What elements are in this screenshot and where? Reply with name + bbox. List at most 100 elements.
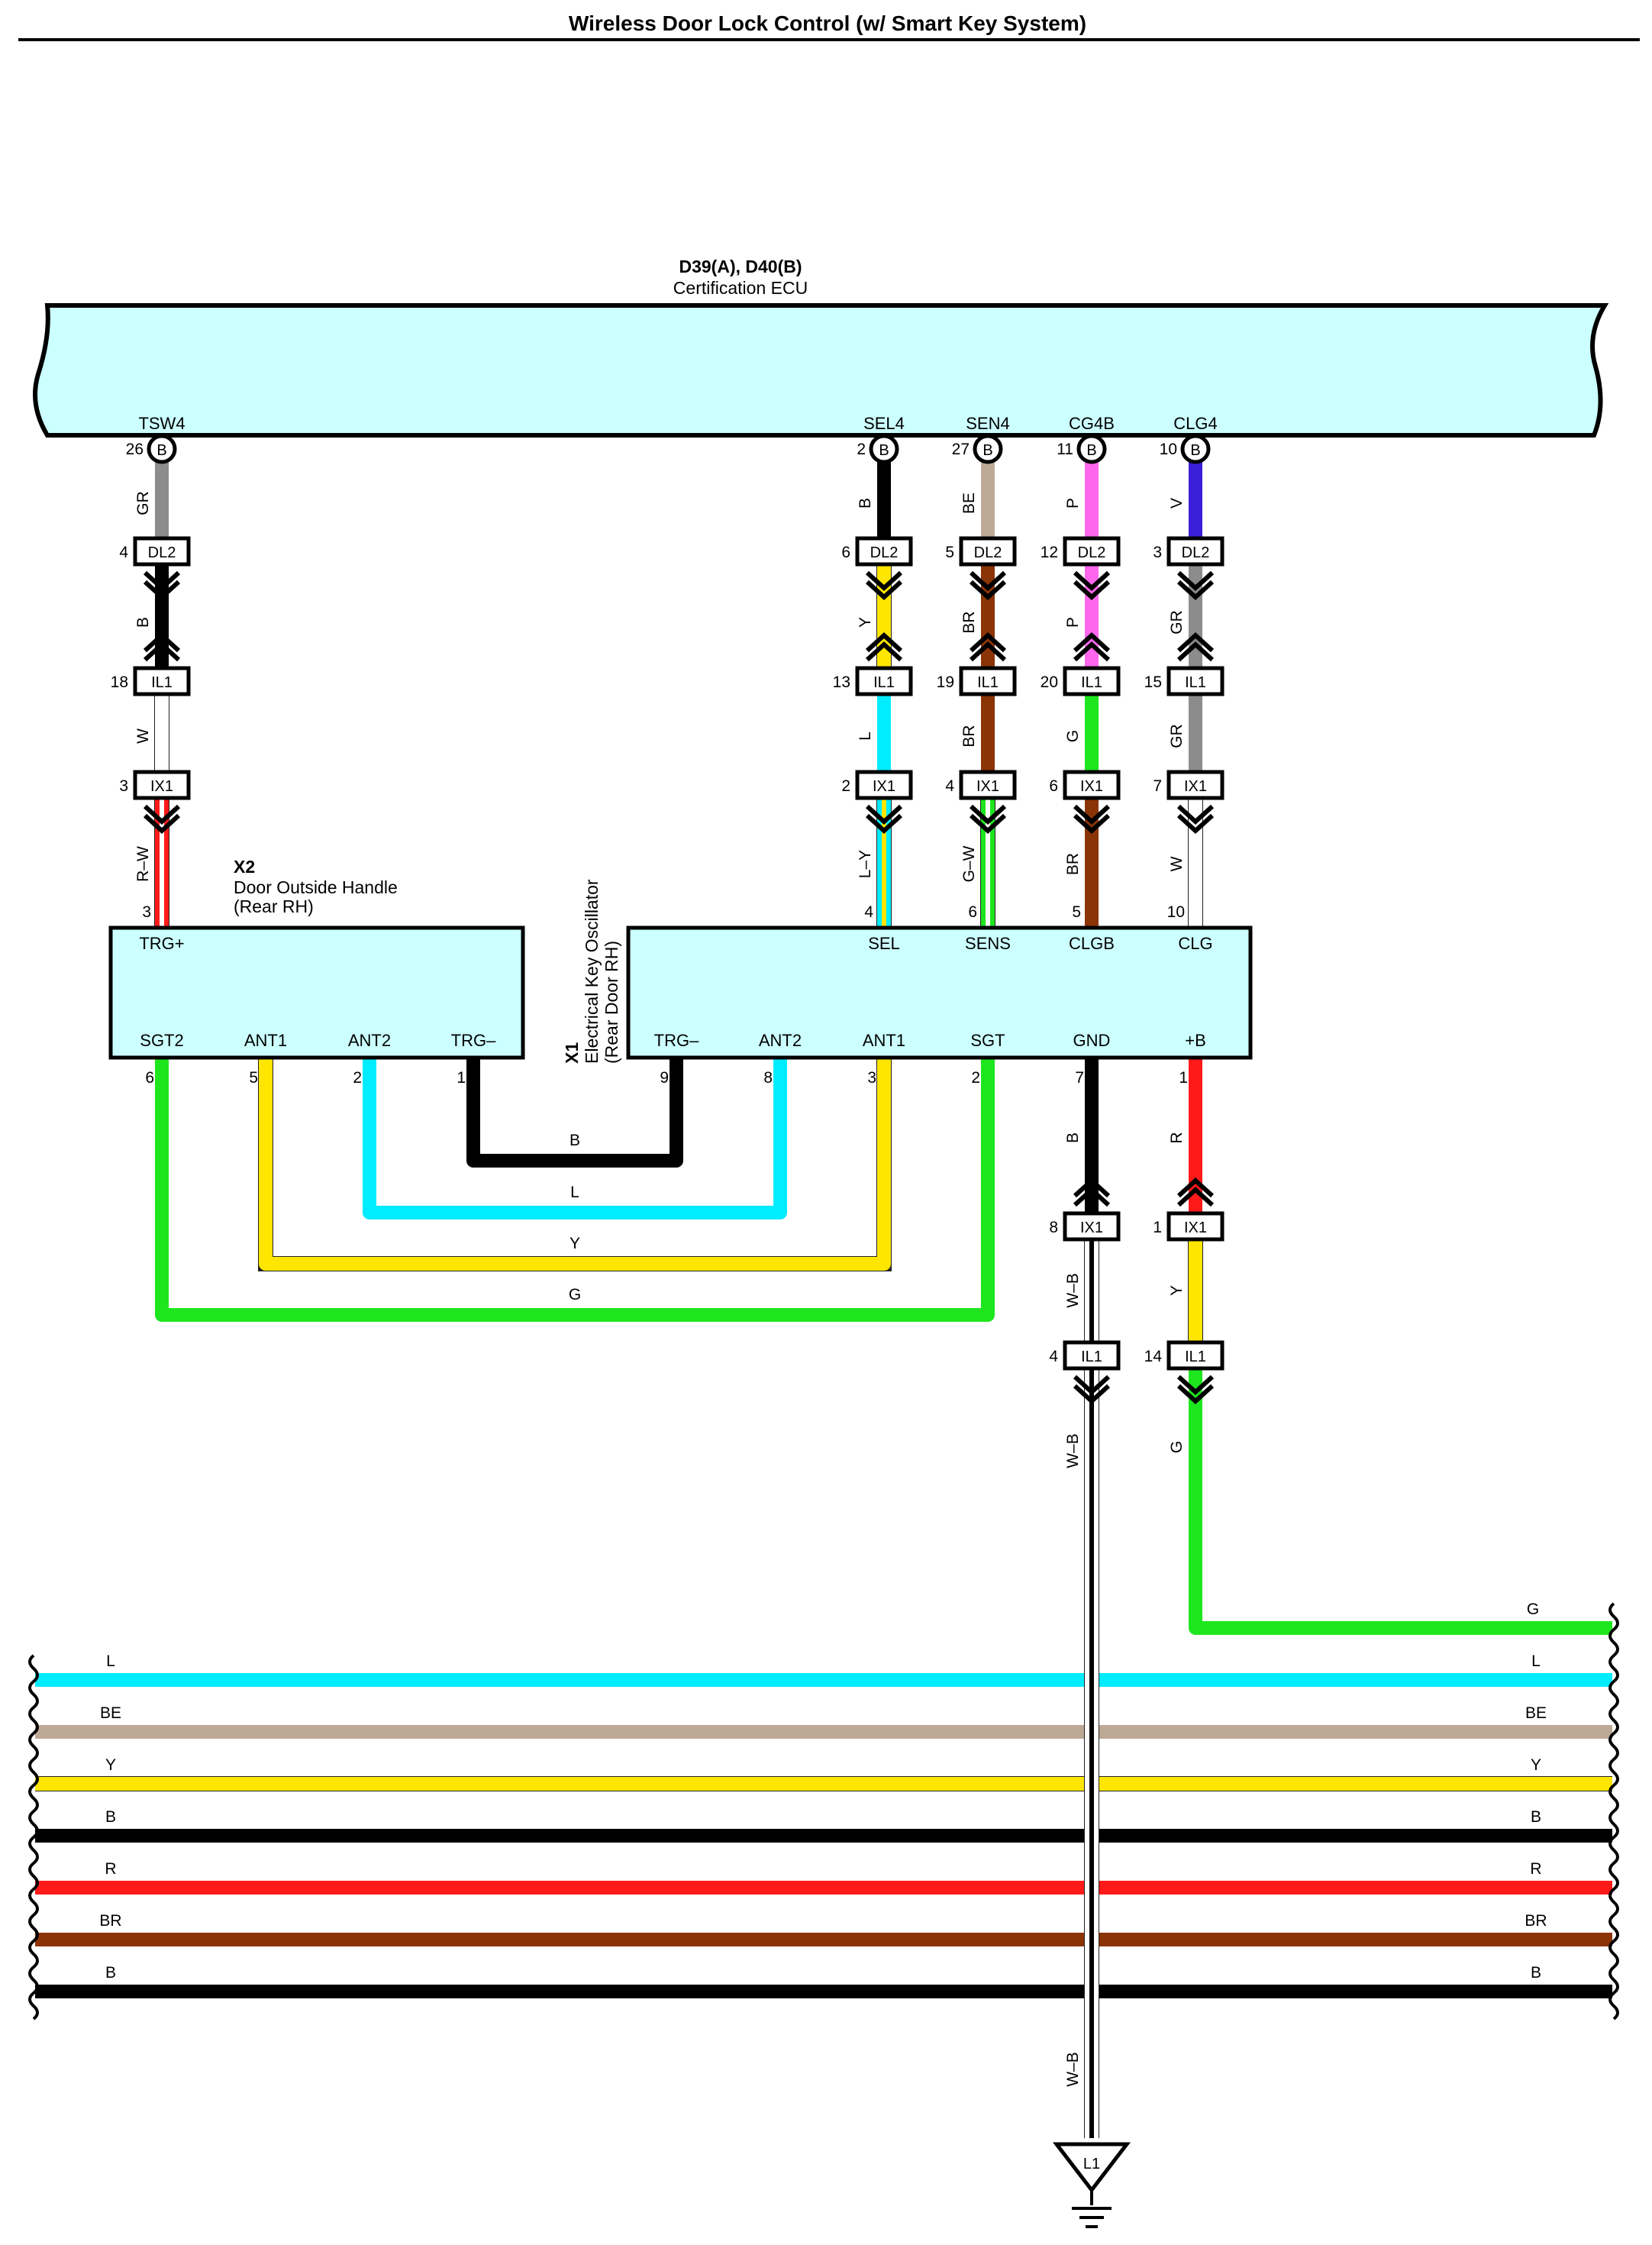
ecu-pin-clg4: CLG4 <box>1173 414 1217 433</box>
conn-clg4-dl2-label: DL2 <box>1182 544 1210 561</box>
bus-label-left-l: L <box>106 1652 115 1670</box>
ecu-pin-cg4b: CG4B <box>1069 414 1115 433</box>
x1-pin-trg: TRG– <box>654 1031 699 1050</box>
conn-tsw4-dl2-label: DL2 <box>148 544 176 561</box>
conn-no-gnd-1: 8 <box>1049 1219 1058 1236</box>
chev-sen4-1u <box>969 570 1007 601</box>
conn-sel4-il1 <box>855 666 913 696</box>
dev-no-sel4: 4 <box>864 903 873 921</box>
conn-no-gnd-2: 4 <box>1049 1348 1058 1365</box>
chev-clg4-1d <box>1176 632 1215 662</box>
loop-trg <box>466 1059 683 1168</box>
wire-label-clg4-4: W <box>1168 856 1186 871</box>
labels-layer: D39(A), D40(B)Certification ECUTSW4B26GR… <box>99 257 1547 2172</box>
loop-ant2 <box>363 1059 787 1219</box>
conn-cg4b-dl2 <box>1063 536 1121 567</box>
wire-label-clg4-3: GR <box>1168 724 1186 748</box>
bus-label-left-be: BE <box>100 1704 121 1722</box>
x1-pin-ant2: ANT2 <box>759 1031 802 1050</box>
bus-label-left-b1: B <box>105 1808 116 1826</box>
ecu-no-clg4: 10 <box>1160 441 1177 458</box>
ecu-no-cg4b: 11 <box>1057 441 1073 458</box>
conn-gnd-il1-label: IL1 <box>1081 1349 1102 1365</box>
conn-no-clg4-2: 15 <box>1144 674 1162 691</box>
conn-sel4-dl2-label: DL2 <box>870 544 899 561</box>
x1-no-b: 1 <box>1179 1069 1188 1087</box>
bus-break-right <box>1608 1602 1619 2020</box>
wire-label-clg4-1: V <box>1168 498 1186 509</box>
ecu-conn-clg4 <box>1180 434 1211 464</box>
conn-tsw4-dl2 <box>133 536 191 567</box>
wire-label-gnd-2: W–B <box>1064 1273 1082 1308</box>
x2-pin-trg: TRG– <box>451 1031 496 1050</box>
ecu-conn-tsw4-label: B <box>156 442 166 459</box>
ecu-no-sen4: 27 <box>952 441 970 458</box>
ecu-connector: D39(A), D40(B) <box>679 257 802 276</box>
x1-pin-sen4: SENS <box>965 934 1011 953</box>
wire-label-cg4b-3: G <box>1064 730 1082 742</box>
loop-label-trg: B <box>569 1132 580 1149</box>
conn-sen4-dl2-label: DL2 <box>974 544 1002 561</box>
x2-no-trg: 1 <box>457 1069 466 1087</box>
dev-no-tsw4: 3 <box>142 903 151 921</box>
wire-label-sen4-3: BR <box>960 725 978 747</box>
chev-sen4-2u <box>969 804 1007 835</box>
wire-label-gnd-1: B <box>1064 1132 1082 1143</box>
wires-layer <box>35 460 1612 2138</box>
x1-no-gnd: 7 <box>1075 1069 1084 1087</box>
wire-label-sel4-1: B <box>857 498 874 509</box>
dev-no-sen4: 6 <box>968 903 977 921</box>
x2-door-outside-handle <box>108 925 525 1060</box>
wire-label-cg4b-1: P <box>1064 498 1082 509</box>
wire-pwr-3 <box>1189 1369 1612 1635</box>
conn-tsw4-il1 <box>133 666 191 696</box>
x1-pin-sgt: SGT <box>970 1031 1005 1050</box>
ecu-pin-sel4: SEL4 <box>863 414 905 433</box>
wire-label-sen4-1: BE <box>960 493 978 514</box>
chev-tsw4-2u <box>143 804 181 835</box>
x2-pin-trg-plus: TRG+ <box>139 934 184 953</box>
x1-pin-cg4b: CLGB <box>1069 934 1115 953</box>
bus-label-right-b2: B <box>1531 1964 1541 1982</box>
chev-sen4-1d <box>969 632 1007 662</box>
ecu-conn-cg4b <box>1076 434 1107 464</box>
x1-id: X1 <box>562 1042 582 1064</box>
conn-clg4-dl2 <box>1166 536 1224 567</box>
bus-label-right-l: L <box>1531 1652 1541 1670</box>
ecu-conn-cg4b-label: B <box>1086 442 1096 459</box>
chev-pwr-2 <box>1176 1374 1215 1405</box>
ground-label: L1 <box>1083 2156 1100 2172</box>
conn-sen4-ix1 <box>959 770 1017 800</box>
ground-l1 <box>1052 2142 1131 2194</box>
ecu-pin-tsw4: TSW4 <box>138 414 185 433</box>
x1-pin-ant1: ANT1 <box>863 1031 905 1050</box>
ecu-conn-tsw4 <box>147 434 177 464</box>
bus-label-right-y: Y <box>1531 1756 1541 1774</box>
chev-sel4-1u <box>865 570 903 601</box>
conn-no-cg4b-2: 20 <box>1041 674 1058 691</box>
wire-label-sel4-2: Y <box>857 617 874 628</box>
wire-label-tsw4-4: R–W <box>134 846 152 882</box>
x2-id: X2 <box>234 857 255 877</box>
loop-sgt <box>155 1059 995 1322</box>
x1-name-line2: (Rear Door RH) <box>602 941 621 1064</box>
bus-label-right-br: BR <box>1525 1912 1547 1930</box>
chev-clg4-2u <box>1176 804 1215 835</box>
chev-cg4b-2u <box>1073 804 1111 835</box>
conn-sel4-ix1 <box>855 770 913 800</box>
x2-no-sgt2: 6 <box>145 1069 154 1087</box>
conn-cg4b-ix1-label: IX1 <box>1080 778 1103 795</box>
conn-cg4b-il1 <box>1063 666 1121 696</box>
x1-pin-sel4: SEL <box>868 934 900 953</box>
chev-gnd-2 <box>1073 1374 1111 1405</box>
x2-no-ant1: 5 <box>249 1069 258 1087</box>
conn-gnd-il1 <box>1063 1340 1121 1371</box>
ecu-name: Certification ECU <box>673 278 808 298</box>
x1-name-line1: Electrical Key Oscillator <box>582 879 602 1064</box>
wire-label-tsw4-2: B <box>134 617 152 628</box>
chev-tsw4-1u <box>143 570 181 601</box>
certification-ecu <box>33 303 1609 438</box>
chev-gnd-1 <box>1073 1177 1111 1207</box>
wire-label-sel4-4: L–Y <box>857 850 874 878</box>
bus-label-right-r: R <box>1530 1860 1541 1878</box>
